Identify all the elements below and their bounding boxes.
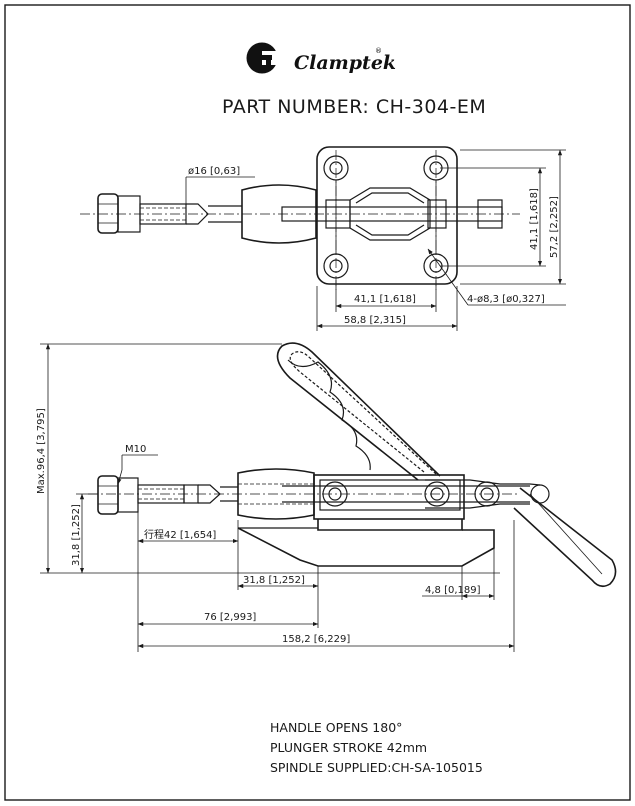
dim-base-to-hole: 31,8 [1,252] [243,575,305,586]
dim-diameter: ø16 [0,63] [188,166,240,177]
dim-plunger-length: 76 [2,993] [204,612,256,623]
dim-base-thickness: 4,8 [0,189] [425,585,481,596]
note-plunger-stroke: PLUNGER STROKE 42mm [270,740,427,755]
dim-height-inner: 41,1 [1,618] [529,188,540,250]
part-number-title: PART NUMBER: CH-304-EM [222,96,486,118]
sheet-border [4,4,631,801]
dim-height-outer: 57,2 [2,252] [549,196,560,258]
dim-stroke: 行程42 [1,654] [144,528,216,541]
dim-max-height: Max.96,4 [3,795] [36,408,47,494]
brand-logo: Clamptek ® [246,42,396,74]
dim-spindle-height: 31,8 [1,252] [71,504,82,566]
dim-overall-length: 158,2 [6,229] [282,634,350,645]
registered-mark: ® [375,47,382,55]
logo-mark-icon [246,42,279,74]
dim-width-outer: 58,8 [2,315] [344,315,406,326]
note-spindle-supplied: SPINDLE SUPPLIED:CH-SA-105015 [270,760,483,775]
note-handle-opens: HANDLE OPENS 180° [270,720,402,735]
top-view: ø16 [0,63] 41,1 [1,618] 57,2 [2,252] 41,… [80,146,566,331]
brand-name: Clamptek [294,52,396,74]
dim-width-inner: 41,1 [1,618] [354,294,416,305]
spec-notes: HANDLE OPENS 180° PLUNGER STROKE 42mm SP… [270,720,483,775]
dim-holes: 4-ø8,3 [ø0,327] [467,294,545,305]
side-view: M10 Max.96,4 [3,795] 31,8 [1,252] 行程42 [… [36,342,617,652]
dim-thread: M10 [125,444,146,455]
